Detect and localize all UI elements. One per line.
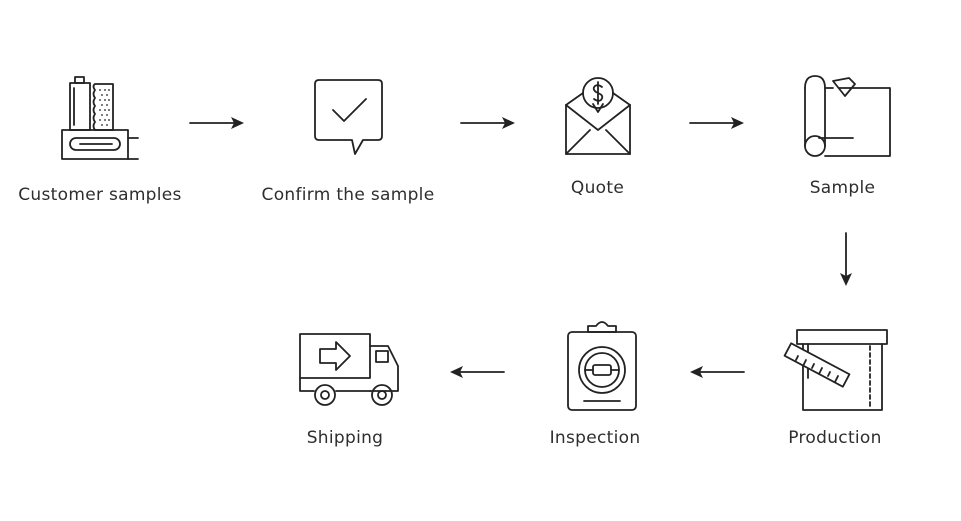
step-shipping: Shipping xyxy=(285,318,405,448)
arrow-right xyxy=(460,117,515,129)
step-label: Shipping xyxy=(306,428,384,448)
chat-checkmark-icon xyxy=(314,79,383,155)
arrow-down xyxy=(840,232,852,286)
step-customer-samples: Customer samples xyxy=(5,70,195,205)
step-label: Customer samples xyxy=(18,185,182,205)
rolled-paper-pattern-icon xyxy=(803,75,891,157)
step-label: Sample xyxy=(809,178,876,198)
arrow-right xyxy=(689,117,744,129)
step-confirm-the-sample: Confirm the sample xyxy=(252,70,444,205)
arrow-right xyxy=(189,117,244,129)
envelope-dollar-icon xyxy=(564,77,631,155)
arrow-left xyxy=(450,366,505,378)
fabric-ruler-icon xyxy=(783,329,888,411)
arrow-left xyxy=(690,366,745,378)
step-inspection: Inspection xyxy=(535,318,655,448)
step-label: Inspection xyxy=(549,428,641,448)
step-quote: Quote xyxy=(530,68,665,198)
delivery-truck-icon xyxy=(299,333,399,406)
clipboard-inspection-icon xyxy=(567,321,637,411)
fabric-sample-icon xyxy=(61,76,139,160)
step-label: Quote xyxy=(570,178,625,198)
step-label: Confirm the sample xyxy=(261,185,435,205)
step-label: Production xyxy=(788,428,882,448)
step-sample: Sample xyxy=(780,68,905,198)
step-production: Production xyxy=(775,318,895,448)
